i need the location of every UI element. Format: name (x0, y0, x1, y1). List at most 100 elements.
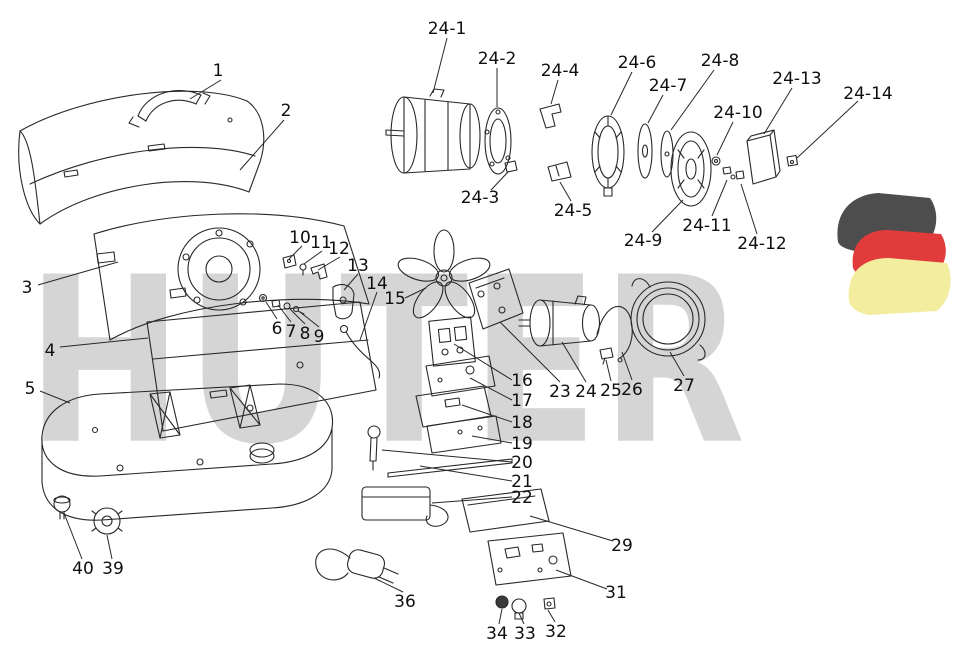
leader-line-22 (431, 496, 513, 504)
leader-line-7 (277, 304, 292, 323)
part-label-16: 16 (511, 371, 533, 391)
leader-line-6 (265, 301, 278, 320)
leader-line-12 (317, 256, 341, 271)
leader-line-24-9 (651, 199, 684, 233)
part-label-24-2: 24-2 (478, 49, 517, 69)
leader-line-33 (518, 612, 525, 625)
part-label-4: 4 (45, 341, 56, 361)
bottom-panel-part-drawing (146, 301, 377, 432)
small-parts-32-34-drawing (495, 595, 556, 620)
part-label-24-7: 24-7 (649, 76, 688, 96)
part-label-32: 32 (545, 622, 567, 642)
part-label-20: 20 (511, 453, 533, 473)
part-label-34: 34 (486, 624, 508, 644)
fan-part-drawing (397, 229, 491, 319)
leader-line-24-6 (610, 71, 633, 116)
part-label-24-4: 24-4 (541, 61, 580, 81)
power-plug-part-36-drawing (315, 548, 399, 584)
part-label-26: 26 (621, 380, 643, 400)
brand-logo (837, 193, 951, 315)
part-label-11: 11 (310, 233, 332, 253)
knob-parts-39-40-drawing (53, 495, 123, 535)
leader-line-17 (469, 377, 513, 401)
leader-line-11 (303, 250, 323, 265)
leader-line-20 (381, 449, 513, 463)
part-label-14: 14 (366, 274, 388, 294)
part-label-40: 40 (72, 559, 94, 579)
part-label-36: 36 (394, 592, 416, 612)
leader-line-40 (63, 512, 83, 560)
part-label-24: 24 (575, 382, 597, 402)
part-label-25: 25 (600, 381, 622, 401)
leader-line-32 (547, 609, 556, 623)
leader-line-24-10 (716, 121, 734, 156)
part-label-10: 10 (289, 228, 311, 248)
part-label-6: 6 (272, 319, 283, 339)
leader-line-24-4 (550, 79, 559, 105)
plate-parts-17-19-drawing (415, 355, 502, 454)
part-label-2: 2 (281, 101, 292, 121)
leader-line-24-12 (740, 183, 758, 235)
leader-line-8 (289, 308, 306, 325)
part-label-23: 23 (549, 382, 571, 402)
leader-line-4 (59, 337, 149, 348)
leader-line-21 (419, 465, 513, 482)
pcb-part-31-drawing (487, 532, 572, 586)
upper-shell-part-drawing (18, 90, 265, 225)
leader-line-2 (239, 119, 285, 171)
part-label-22: 22 (511, 488, 533, 508)
rod-part-21-drawing (387, 458, 513, 478)
part-label-24-6: 24-6 (618, 53, 657, 73)
part-label-24-5: 24-5 (554, 201, 593, 221)
leader-line-1 (189, 79, 222, 100)
part-label-19: 19 (511, 434, 533, 454)
part-label-24-10: 24-10 (713, 103, 762, 123)
leader-line-24-8 (670, 69, 715, 131)
coil-part-27-drawing (630, 278, 706, 361)
motor-bracket-part-23-drawing (468, 268, 524, 330)
leader-line-24-3 (490, 171, 509, 191)
part-label-3: 3 (22, 278, 33, 298)
leader-line-23 (499, 321, 561, 383)
part-label-9: 9 (314, 327, 325, 347)
motor-part-24-drawing (518, 295, 601, 347)
part-label-24-8: 24-8 (701, 51, 740, 71)
part-label-24-14: 24-14 (843, 84, 892, 104)
part-label-29: 29 (611, 536, 633, 556)
part-label-33: 33 (514, 624, 536, 644)
bracket-parts-10-14-drawing (282, 254, 381, 379)
leader-line-27 (669, 351, 685, 377)
leader-line-10 (288, 245, 303, 260)
adapter-part-22-drawing (361, 486, 449, 527)
leader-line-18 (461, 404, 513, 423)
part-label-21: 21 (511, 472, 533, 492)
part-label-24-12: 24-12 (737, 234, 786, 254)
leader-line-24-7 (647, 94, 664, 124)
leader-line-36 (373, 577, 404, 593)
leader-line-24-5 (559, 181, 572, 202)
assembly-24-drawing (385, 88, 799, 207)
part-label-5: 5 (25, 379, 36, 399)
switch-box-part-16-drawing (428, 316, 476, 367)
sensor-part-25-drawing (599, 347, 614, 365)
part-label-31: 31 (605, 583, 627, 603)
leader-line-39 (106, 534, 113, 560)
leader-line-26 (621, 351, 633, 381)
part-label-12: 12 (328, 239, 350, 259)
leader-line-19 (471, 435, 513, 444)
leader-line-24-14 (796, 100, 859, 159)
part-label-7: 7 (286, 322, 297, 342)
part-label-27: 27 (673, 376, 695, 396)
leader-line-3 (37, 261, 119, 286)
part-label-17: 17 (511, 391, 533, 411)
logo-yellow-shape (848, 258, 951, 315)
leader-line-24 (561, 341, 587, 383)
plate-part-29-drawing (461, 488, 550, 533)
part-label-24-11: 24-11 (682, 216, 731, 236)
leader-line-34 (498, 608, 503, 625)
part-label-39: 39 (102, 559, 124, 579)
leader-line-29 (529, 515, 614, 542)
